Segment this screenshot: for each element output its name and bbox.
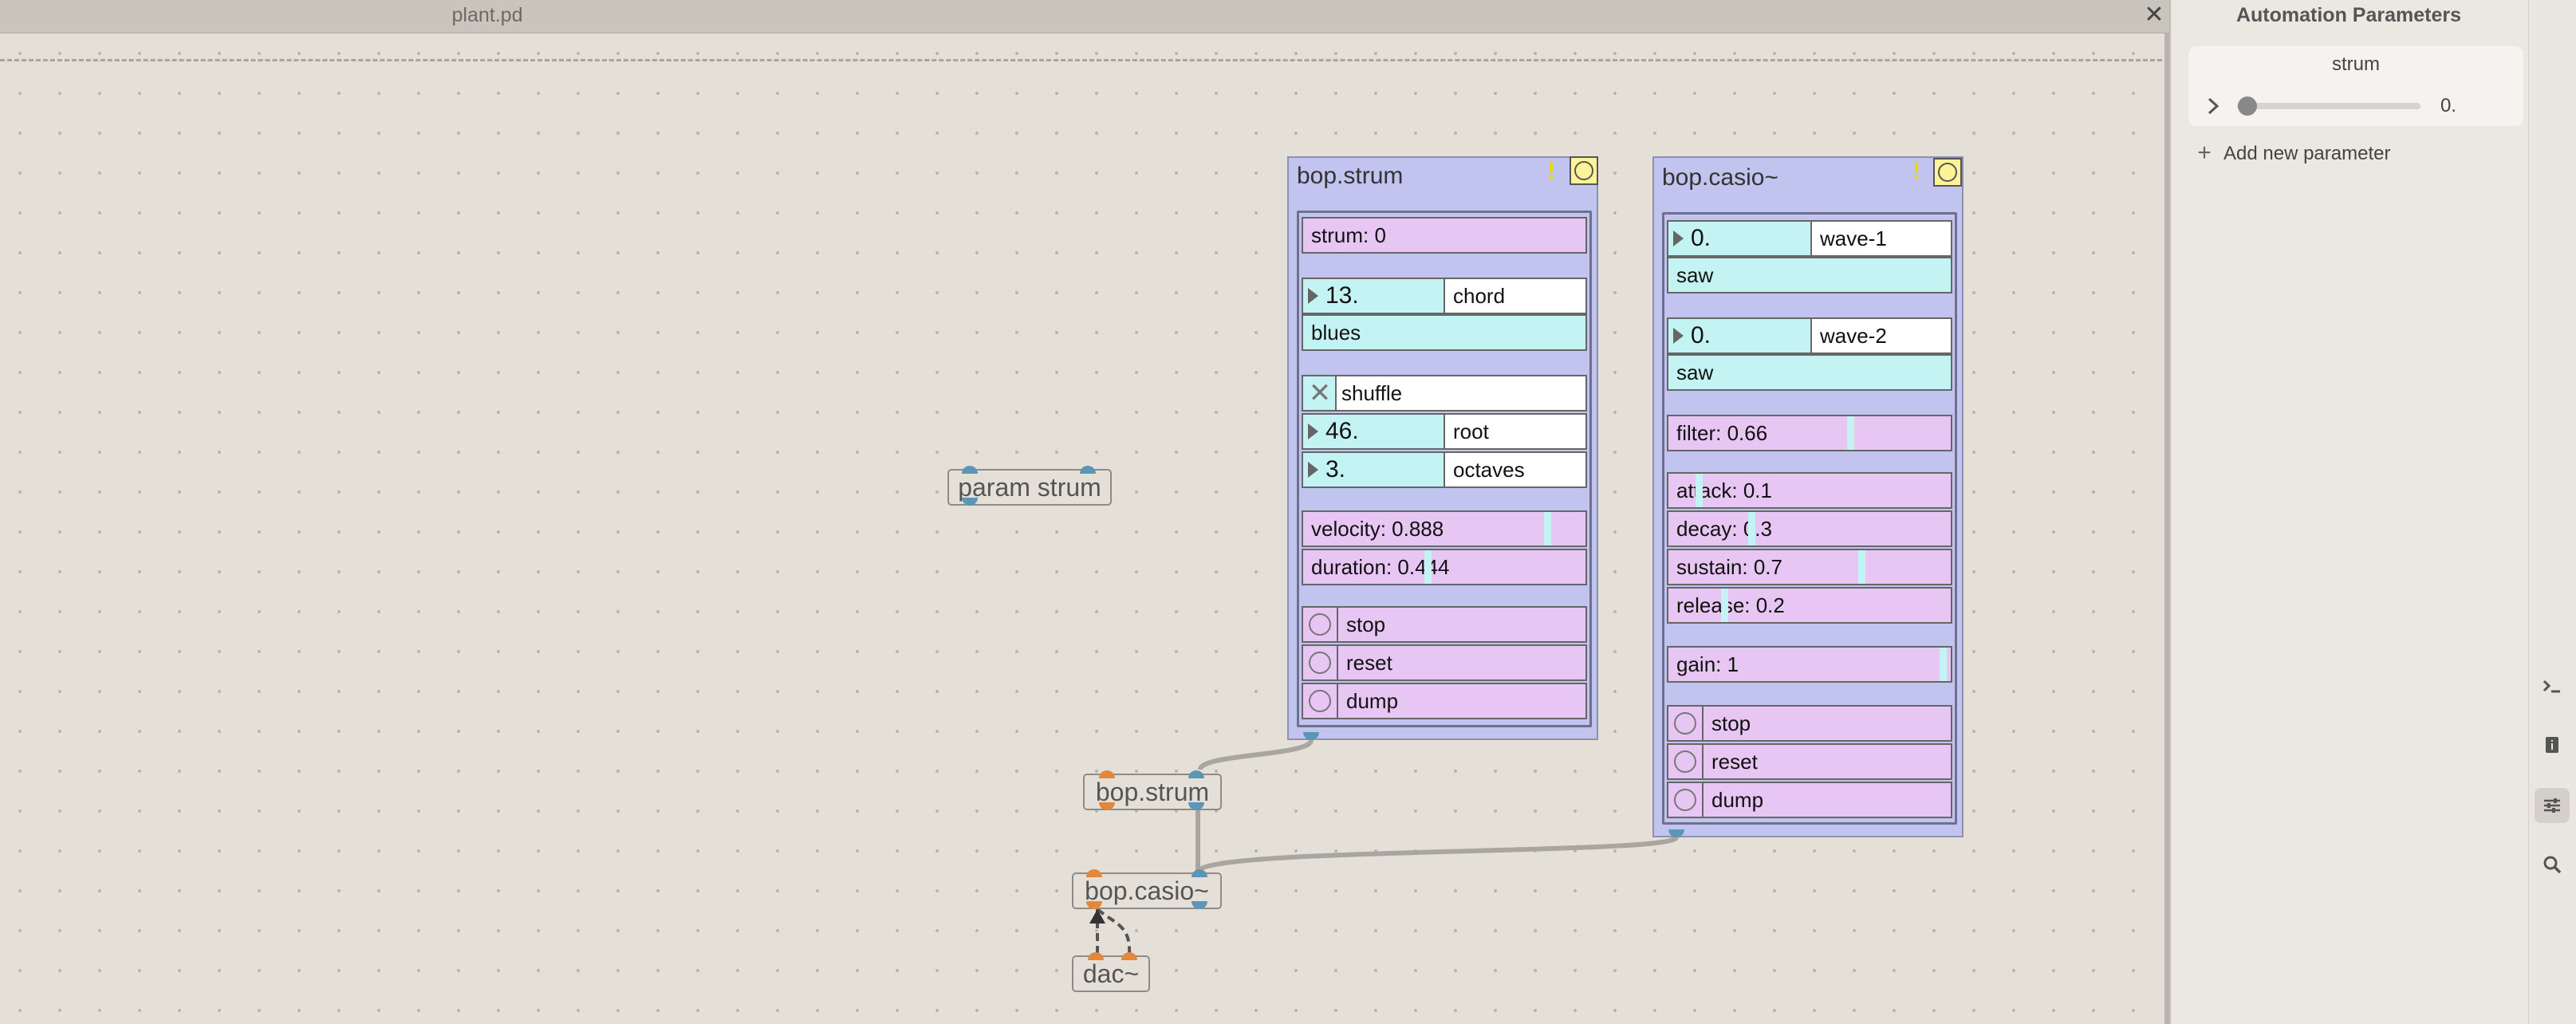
gop-title: bop.strum	[1297, 163, 1404, 189]
velocity-slider[interactable]: velocity: 0.888	[1302, 510, 1587, 547]
inlet[interactable]	[1080, 466, 1096, 474]
root-number-box[interactable]: 46.	[1302, 413, 1445, 450]
circle-icon	[1938, 163, 1957, 182]
inlet[interactable]	[1191, 869, 1207, 877]
release-slider[interactable]: release: 0.2	[1667, 587, 1952, 624]
shuffle-toggle[interactable]: ✕	[1302, 375, 1337, 412]
outlet[interactable]	[1668, 829, 1684, 837]
duration-slider[interactable]: duration: 0.444	[1302, 549, 1587, 585]
reset-label: reset	[1702, 743, 1952, 780]
wave2-number-box[interactable]: 0.	[1667, 317, 1812, 354]
close-icon: ✕	[1308, 378, 1332, 408]
chord-name-display: blues	[1302, 314, 1587, 351]
warning-icon: !	[1912, 158, 1920, 184]
outlet[interactable]	[1099, 802, 1115, 810]
inlet[interactable]	[1099, 770, 1115, 778]
velocity-slider-knob[interactable]	[1544, 512, 1551, 545]
gain-slider-knob[interactable]	[1940, 648, 1947, 681]
search-icon[interactable]	[2536, 849, 2568, 880]
shuffle-label: shuffle	[1335, 375, 1587, 412]
parameter-name: strum	[2332, 53, 2380, 75]
chevron-right-icon[interactable]	[2204, 94, 2222, 118]
root-label: root	[1444, 413, 1587, 450]
parameter-slider[interactable]	[2237, 103, 2420, 109]
octaves-label: octaves	[1444, 451, 1587, 488]
attack-slider-knob[interactable]	[1696, 474, 1703, 507]
outlet[interactable]	[1188, 802, 1204, 810]
gain-slider[interactable]: gain: 1	[1667, 646, 1952, 683]
filter-slider[interactable]: filter: 0.66	[1667, 415, 1952, 451]
chord-number-box[interactable]: 13.	[1302, 278, 1445, 314]
dump-bang[interactable]	[1667, 782, 1704, 818]
attack-slider[interactable]: attack: 0.1	[1667, 472, 1952, 509]
dump-bang[interactable]	[1302, 683, 1338, 719]
connection-casio-gop-to-casio	[1195, 835, 1679, 873]
tab-plant-pd[interactable]: plant.pd	[0, 0, 975, 30]
warning-icon: !	[1547, 158, 1555, 184]
outlet[interactable]	[962, 498, 978, 506]
wave2-label: wave-2	[1810, 317, 1952, 354]
automation-panel	[2169, 0, 2576, 1024]
outlet[interactable]	[1086, 901, 1102, 909]
gop-bang-button[interactable]	[1570, 156, 1598, 185]
connection-strum-gop-to-strum	[1198, 738, 1314, 771]
decay-slider-knob[interactable]	[1748, 512, 1755, 545]
duration-slider-knob[interactable]	[1424, 550, 1432, 584]
reset-bang[interactable]	[1667, 743, 1704, 780]
close-icon[interactable]: ✕	[2144, 2, 2164, 28]
inlet[interactable]	[1086, 869, 1102, 877]
tab-title: plant.pd	[451, 4, 523, 26]
tab-bar	[0, 0, 2169, 33]
stop-bang[interactable]	[1302, 606, 1338, 643]
filter-slider-knob[interactable]	[1847, 416, 1854, 450]
stop-bang[interactable]	[1667, 705, 1704, 742]
arrow-up-icon	[1089, 909, 1105, 924]
inlet[interactable]	[962, 466, 978, 474]
wave2-name-display: saw	[1667, 354, 1952, 391]
sliders-icon[interactable]	[2536, 790, 2568, 821]
document-info-icon[interactable]	[2536, 729, 2568, 761]
inlet[interactable]	[1121, 952, 1137, 960]
panel-title: Automation Parameters	[2235, 4, 2462, 26]
circle-icon	[1574, 161, 1593, 180]
inlet[interactable]	[1188, 770, 1204, 778]
console-icon[interactable]	[2536, 670, 2568, 702]
plus-icon[interactable]: +	[2197, 140, 2212, 166]
gop-title: bop.casio~	[1662, 164, 1778, 191]
wave1-name-display: saw	[1667, 257, 1952, 293]
sidebar-rail	[2528, 0, 2576, 1024]
add-new-parameter-button[interactable]: Add new parameter	[2223, 143, 2391, 164]
gop-bang-button[interactable]	[1933, 158, 1962, 187]
stop-label: stop	[1702, 705, 1952, 742]
parameter-slider-thumb[interactable]	[2238, 96, 2257, 116]
outlet[interactable]	[1191, 901, 1207, 909]
outlet[interactable]	[1303, 732, 1319, 740]
release-slider-knob[interactable]	[1721, 589, 1728, 622]
decay-slider[interactable]: decay: 0.3	[1667, 510, 1952, 547]
reset-bang[interactable]	[1302, 644, 1338, 681]
reset-label: reset	[1337, 644, 1587, 681]
wave1-label: wave-1	[1810, 220, 1952, 257]
canvas-bounds-line	[0, 59, 2169, 61]
canvas-scrollbar[interactable]	[2164, 33, 2169, 1024]
stop-label: stop	[1337, 606, 1587, 643]
inlet[interactable]	[1088, 952, 1104, 960]
strum-display: strum: 0	[1302, 217, 1587, 254]
dac-object[interactable]: dac~	[1072, 955, 1150, 992]
wave1-number-box[interactable]: 0.	[1667, 220, 1812, 257]
parameter-value: 0.	[2440, 95, 2457, 116]
octaves-number-box[interactable]: 3.	[1302, 451, 1445, 488]
sustain-slider[interactable]: sustain: 0.7	[1667, 549, 1952, 585]
sustain-slider-knob[interactable]	[1858, 550, 1865, 584]
dump-label: dump	[1702, 782, 1952, 818]
chord-label: chord	[1444, 278, 1587, 314]
dump-label: dump	[1337, 683, 1587, 719]
